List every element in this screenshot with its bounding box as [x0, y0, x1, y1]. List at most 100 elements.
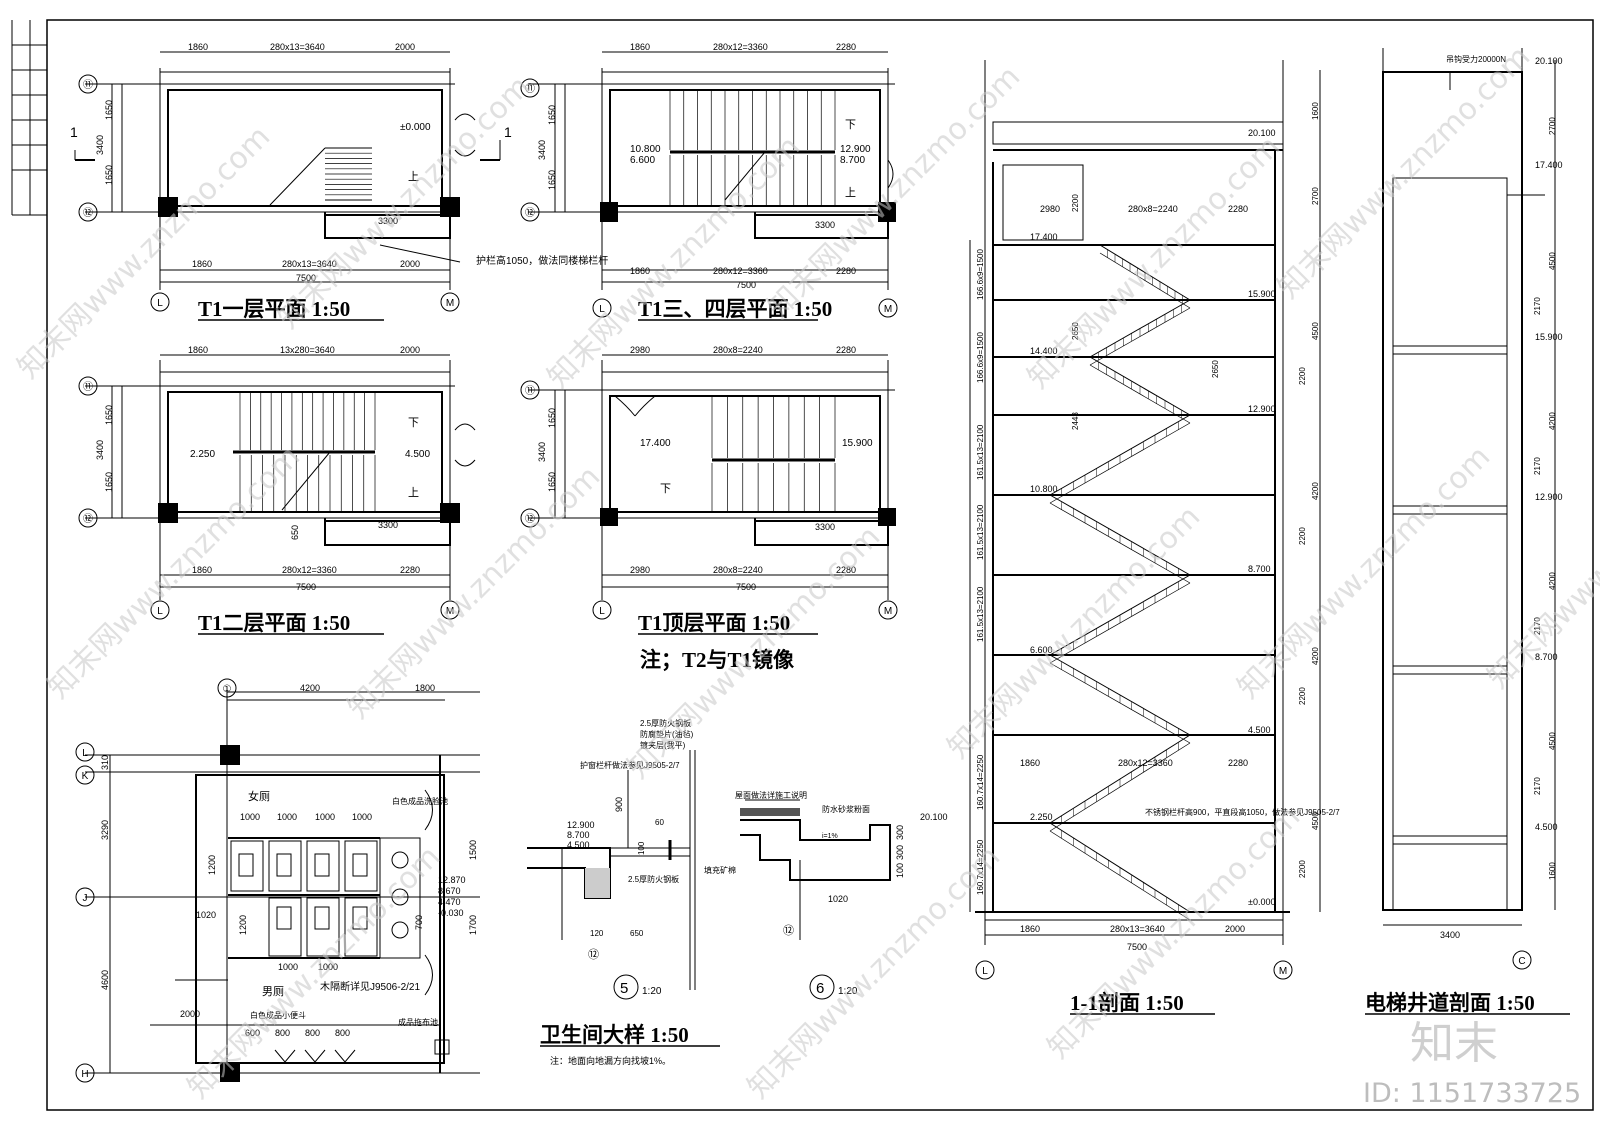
sec-lv-3: 14.400 — [1030, 346, 1058, 356]
d6-axis: ⑫ — [783, 924, 794, 937]
ptop-left-total: 3400 — [537, 442, 547, 462]
d6-elev: 20.100 — [920, 812, 948, 822]
toilet-ref: 木隔断详见J9506-2/21 — [320, 980, 420, 993]
axis-label: L — [982, 966, 988, 977]
sheet-border — [46, 19, 1594, 1111]
elevator-section — [1382, 48, 1556, 926]
title-t1-floor2: T1二层平面 1:50 — [198, 611, 350, 635]
d6-l1: 屋面做法详施工说明 — [735, 790, 807, 800]
sec-lv-8: 4.500 — [1248, 725, 1271, 735]
elev-rd-5: 1600 — [1548, 862, 1557, 880]
sec-td-1: 280x8=2240 — [1128, 204, 1178, 214]
axis-label: ⑫ — [525, 207, 535, 219]
d5-l2: 防腐垫片(油毡) — [640, 729, 694, 739]
sec-ld-3: 161.5x13=2100 — [976, 504, 985, 560]
axis-label: L — [599, 304, 605, 315]
watermark-text: 知末网www.znzmo.com — [341, 459, 607, 725]
sec-rd-8: 4500 — [1311, 812, 1320, 830]
toilet-d1020: 1020 — [196, 910, 216, 920]
sec-lv-1: 17.400 — [1030, 232, 1058, 242]
section-1-1 — [969, 60, 1321, 945]
p34-elev-r2: 8.700 — [840, 155, 865, 166]
p34-bot-d3: 2280 — [836, 266, 856, 276]
axis-label: ① — [223, 684, 232, 695]
d6-l2: 防水砂浆粉面 — [822, 804, 870, 814]
toilet-left-d2: 3290 — [100, 820, 110, 840]
sec-md-0: 1860 — [1020, 758, 1040, 768]
ptop-left-d1: 1650 — [547, 408, 557, 428]
sec-lv-9: 2.250 — [1030, 812, 1053, 822]
d5-scale: 1:20 — [642, 986, 662, 997]
p1-cut-right: 1 — [504, 124, 512, 140]
toilet-urinal-d2: 800 — [275, 1028, 290, 1038]
sec-lv-0: 20.100 — [1248, 128, 1276, 138]
p2-elev-l: 2.250 — [190, 449, 215, 460]
p1-rail-note: 护栏高1050，做法同楼梯栏杆 — [476, 254, 608, 267]
sec-rd-5: 2200 — [1298, 527, 1307, 545]
p34-elev-l2: 6.600 — [630, 155, 655, 166]
elev-top-note: 吊钩受力20000N — [1446, 54, 1506, 64]
plan-t1-floor1 — [74, 51, 501, 290]
p1-elev: ±0.000 — [400, 122, 431, 133]
toilet-stall2-d1: 1000 — [278, 962, 298, 972]
toilet-elev1: 12.870 — [438, 875, 466, 885]
watermark-text: 知末网www.znzmo.com — [1271, 39, 1537, 305]
sec-td-2: 2280 — [1228, 204, 1248, 214]
p2-gap: 650 — [290, 525, 300, 540]
p34-landing: 3300 — [815, 220, 835, 230]
d6-slope: i=1% — [822, 833, 838, 840]
p34-top-d2: 280x12=3360 — [713, 42, 768, 52]
elev-id-3: 2170 — [1533, 777, 1542, 795]
elev-rd-3: 4200 — [1548, 572, 1557, 590]
ptop-top-d1: 2980 — [630, 345, 650, 355]
d6-scale: 1:20 — [838, 986, 858, 997]
toilet-mop-label: 成品拖布池 — [398, 1017, 438, 1027]
p2-elev-r: 4.500 — [405, 449, 430, 460]
toilet-urinal-d4: 800 — [335, 1028, 350, 1038]
axis-label: M — [446, 298, 454, 309]
toilet-left-d3: 4600 — [100, 970, 110, 990]
d5-l5: 2.5厚防火钢板 — [628, 874, 679, 884]
axis-label: M — [1279, 966, 1287, 977]
axis-label: ⑪ — [83, 79, 93, 91]
p34-left-total: 3400 — [537, 140, 547, 160]
d5-l3: 镀夹层(我平) — [640, 740, 686, 750]
elev-id-1: 2170 — [1533, 457, 1542, 475]
axis-label: ⑪ — [525, 83, 535, 95]
axis-label: ⑫ — [83, 513, 93, 525]
brand-logo: 知末 — [1410, 1018, 1498, 1069]
sec-ld-4: 161.5x13=2100 — [976, 586, 985, 642]
ptop-bot-d2: 280x8=2240 — [713, 565, 763, 575]
sec-rd-4: 4200 — [1311, 482, 1320, 500]
title-elevator: 电梯井道剖面 1:50 — [1365, 991, 1535, 1015]
d6-dim1: 300 — [895, 825, 905, 840]
d6-dim3: 100 — [895, 863, 905, 878]
ptop-landing: 3300 — [815, 522, 835, 532]
ptop-bot-d1: 2980 — [630, 565, 650, 575]
sec-md-1: 280x12=3360 — [1118, 758, 1173, 768]
p34-elev-r1: 12.900 — [840, 144, 871, 155]
sec-lv-2: 15.900 — [1248, 289, 1276, 299]
sec-in-1: 2650 — [1071, 322, 1080, 340]
d5-l6: 填充矿棉 — [704, 865, 736, 875]
sec-in-2: 2650 — [1211, 360, 1220, 378]
d6-dim2: 300 — [895, 845, 905, 860]
p34-left-d1: 1650 — [547, 105, 557, 125]
p34-left-d3: 1650 — [547, 170, 557, 190]
p1-left-d3: 1650 — [104, 165, 114, 185]
elev-lv-4: 8.700 — [1535, 652, 1558, 662]
sec-ld-6: 160.7x14=2250 — [976, 839, 985, 895]
p1-top-d1: 1860 — [188, 42, 208, 52]
ptop-elev-r: 15.900 — [842, 438, 873, 449]
toilet-sink-label: 白色成品洗脸池 — [392, 796, 448, 806]
sec-rd-3: 2200 — [1298, 367, 1307, 385]
d6-label: 6 — [816, 980, 824, 997]
sec-bd-0: 1860 — [1020, 924, 1040, 934]
p2-left-d1: 1650 — [104, 405, 114, 425]
ptop-left-d3: 1650 — [547, 472, 557, 492]
p2-down: 下 — [408, 417, 419, 429]
elev-lv-1: 17.400 — [1535, 160, 1563, 170]
